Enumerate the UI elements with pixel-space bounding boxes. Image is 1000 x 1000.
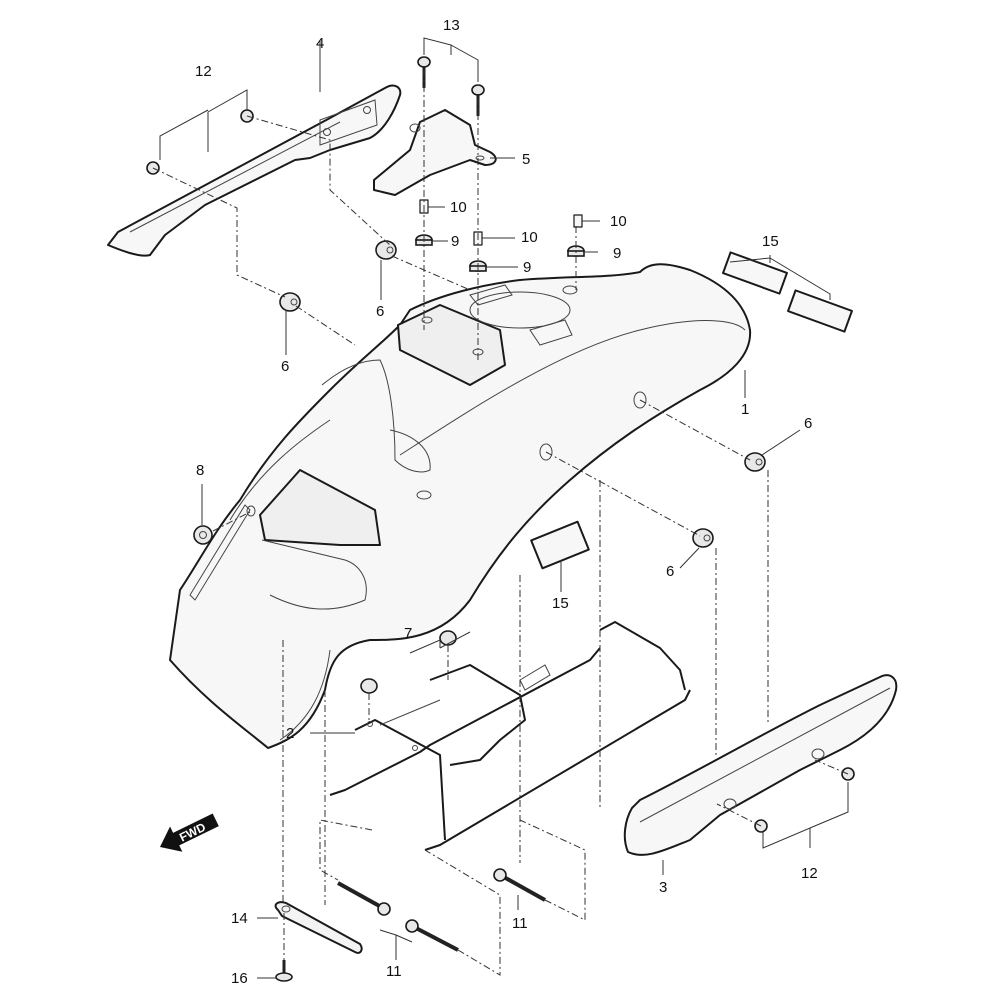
screw-16-icon	[275, 960, 293, 982]
callout-10-a: 10	[450, 199, 467, 216]
clip-nut-7-b-icon	[360, 678, 378, 694]
callout-7: 7	[404, 625, 412, 642]
assembly-lines	[152, 70, 849, 976]
forward-direction-arrow-icon: FWD	[160, 813, 219, 852]
callout-6-d: 6	[666, 563, 674, 580]
callout-12-b: 12	[801, 865, 818, 882]
callout-13: 13	[443, 17, 460, 34]
callout-1: 1	[741, 401, 749, 418]
leader-lines	[159, 37, 849, 979]
right-rail-cover-part	[623, 674, 898, 856]
callout-8: 8	[196, 462, 204, 479]
clip-nut-7-a-icon	[439, 630, 457, 646]
bolt-11-b-icon	[405, 919, 459, 952]
callout-2: 2	[286, 725, 294, 742]
cushion-pad-b	[787, 289, 853, 333]
callout-15-b: 15	[552, 595, 569, 612]
callout-6-a: 6	[281, 358, 289, 375]
callout-labels: 1 2 3 4 5 6 6 6 6 7 8 9 9 9 10 10 10 11 …	[195, 17, 818, 987]
bracket-frame-part	[329, 621, 691, 851]
mounting-stay-part	[373, 109, 497, 196]
callout-4: 4	[316, 35, 324, 52]
grommet-6-d-icon	[692, 528, 714, 548]
callout-9-b: 9	[523, 259, 531, 276]
cushion-pad-c	[530, 520, 590, 570]
callout-10-b: 10	[521, 229, 538, 246]
grommet-8-icon	[193, 525, 213, 545]
callout-6-c: 6	[804, 415, 812, 432]
callout-10-c: 10	[610, 213, 627, 230]
left-rail-cover-part	[107, 84, 402, 257]
grommet-6-c-icon	[744, 452, 766, 472]
bolt-11-c-icon	[493, 868, 546, 902]
callout-5: 5	[522, 151, 530, 168]
callout-16: 16	[231, 970, 248, 987]
callout-12-a: 12	[195, 63, 212, 80]
callout-11-a: 11	[512, 915, 528, 932]
grommet-6-a-icon	[279, 292, 301, 312]
callout-15-a: 15	[762, 233, 779, 250]
callout-11-b: 11	[386, 963, 402, 980]
rear-fender-part	[169, 263, 752, 749]
strap-14-part	[274, 901, 363, 954]
callout-9-c: 9	[613, 245, 621, 262]
callout-3: 3	[659, 879, 667, 896]
callout-6-b: 6	[376, 303, 384, 320]
callout-9-a: 9	[451, 233, 459, 250]
cushion-pad-a	[722, 251, 788, 295]
bolt-11-a-icon	[337, 881, 391, 916]
callout-14: 14	[231, 910, 248, 927]
collar-10-c-icon	[573, 214, 583, 228]
